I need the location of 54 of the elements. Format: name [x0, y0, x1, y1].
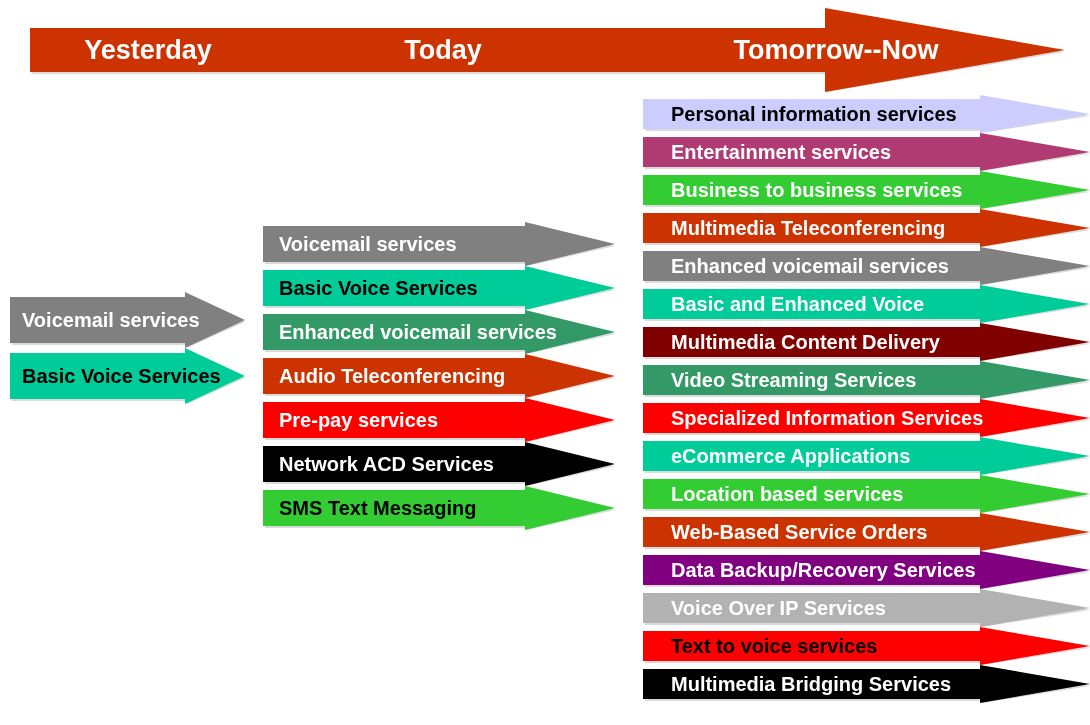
- service-label: Data Backup/Recovery Services: [671, 560, 976, 580]
- service-label: Basic and Enhanced Voice: [671, 294, 925, 314]
- era-label: Yesterday: [84, 36, 212, 64]
- service-banner: [643, 399, 1090, 437]
- service-banner: [643, 95, 1090, 133]
- service-label: SMS Text Messaging: [279, 498, 477, 518]
- service-banner: [10, 348, 245, 404]
- service-banner: [643, 133, 1090, 171]
- service-label: Text to voice services: [671, 636, 878, 656]
- service-label: Voicemail services: [279, 234, 457, 254]
- service-banner: [263, 354, 615, 398]
- service-label: eCommerce Applications: [671, 446, 911, 466]
- service-banner: [643, 551, 1090, 589]
- service-banner: [263, 398, 615, 442]
- service-label: Basic Voice Services: [279, 278, 478, 298]
- service-label: Personal information services: [671, 104, 957, 124]
- service-banner: [10, 292, 245, 348]
- service-banner: [643, 209, 1090, 247]
- service-label: Audio Teleconferencing: [279, 366, 506, 386]
- service-banner: [643, 285, 1090, 323]
- service-banner: [643, 475, 1090, 513]
- era-label: Today: [404, 36, 482, 64]
- service-banner: [643, 323, 1090, 361]
- service-label: Web-Based Service Orders: [671, 522, 928, 542]
- service-banner: [643, 627, 1090, 665]
- service-banner: [643, 665, 1090, 703]
- service-label: Specialized Information Services: [671, 408, 984, 428]
- service-label: Video Streaming Services: [671, 370, 917, 390]
- service-banner: [643, 437, 1090, 475]
- timeline-banner: [30, 8, 1065, 92]
- service-banner: [263, 222, 615, 266]
- service-banner: [263, 266, 615, 310]
- service-banner: [263, 310, 615, 354]
- service-label: Network ACD Services: [279, 454, 494, 474]
- service-banner: [643, 589, 1090, 627]
- service-label: Business to business services: [671, 180, 963, 200]
- service-label: Multimedia Content Delivery: [671, 332, 940, 352]
- service-banner: [263, 442, 615, 486]
- service-label: Entertainment services: [671, 142, 892, 162]
- service-label: Multimedia Teleconferencing: [671, 218, 946, 238]
- service-label: Enhanced voicemail services: [279, 322, 557, 342]
- era-label: Tomorrow--Now: [733, 36, 939, 64]
- service-label: Voice Over IP Services: [671, 598, 886, 618]
- service-label: Voicemail services: [22, 310, 200, 330]
- service-label: Pre-pay services: [279, 410, 438, 430]
- service-label: Multimedia Bridging Services: [671, 674, 952, 694]
- service-label: Location based services: [671, 484, 904, 504]
- service-banner: [643, 171, 1090, 209]
- service-banner: [643, 247, 1090, 285]
- service-label: Basic Voice Services: [22, 366, 221, 386]
- service-banner: [643, 361, 1090, 399]
- service-label: Enhanced voicemail services: [671, 256, 949, 276]
- service-banner: [643, 513, 1090, 551]
- service-banner: [263, 486, 615, 530]
